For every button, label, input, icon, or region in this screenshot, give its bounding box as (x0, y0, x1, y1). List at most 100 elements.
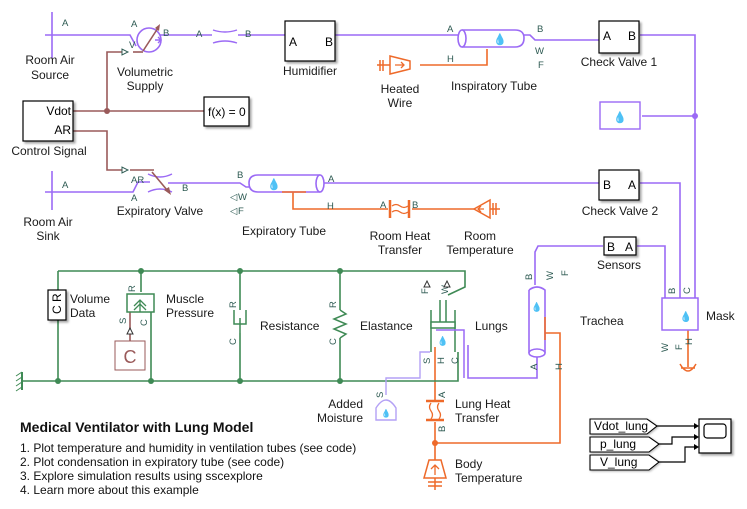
room-heat-transfer-block[interactable]: A B Room Heat Transfer (370, 200, 431, 257)
room-air-sink-label: Room Air (23, 215, 72, 229)
droplets-icon: 💧 (531, 301, 542, 312)
resistance-label: Resistance (260, 319, 320, 333)
muscle-pressure-label: Muscle (166, 292, 204, 306)
room-temperature-label: Room (464, 229, 496, 243)
added-moisture-block[interactable]: 💧 S Added Moisture (317, 392, 397, 425)
svg-text:Transfer: Transfer (455, 411, 499, 425)
svg-text:S: S (118, 318, 129, 324)
heated-wire-block[interactable]: Heated Wire (377, 55, 419, 110)
fx-constraint-block[interactable]: f(x) = 0 (203, 96, 250, 127)
volumetric-supply-block[interactable]: A B V Volumetric Supply (117, 19, 173, 93)
variable-arrow-icon (155, 24, 160, 31)
svg-text:Vdot_lung: Vdot_lung (594, 419, 648, 433)
svg-text:A: A (625, 240, 633, 254)
check-valve-1-block[interactable]: A B Check Valve 1 (581, 20, 658, 69)
junction-dot (692, 113, 698, 119)
from-tag-v-lung[interactable]: V_lung (589, 454, 660, 471)
lungs-label: Lungs (475, 319, 508, 333)
note-link-plot-condensation[interactable]: 2. Plot condensation in expiratory tube … (20, 455, 284, 469)
inspiratory-tube-block[interactable]: 💧 A B H W F Inspiratory Tube (447, 24, 544, 93)
svg-text:C: C (228, 338, 239, 345)
w-port-label: ◁ (230, 192, 238, 203)
room-air-source-block[interactable]: A Room Air Source (25, 12, 75, 82)
svg-text:F: F (238, 206, 244, 217)
spring-icon (332, 309, 348, 339)
lung-heat-transfer-label: Lung Heat (455, 397, 511, 411)
check-valve-2-block[interactable]: B A Check Valve 2 (582, 169, 659, 218)
muscle-pressure-block[interactable]: R C S Muscle Pressure (118, 285, 214, 335)
svg-text:B: B (628, 29, 636, 43)
svg-text:B: B (537, 24, 543, 35)
scope-block[interactable] (698, 418, 732, 454)
svg-text:C: C (450, 357, 461, 364)
mask-label: Mask (706, 309, 736, 323)
elastance-label: Elastance (360, 319, 413, 333)
svg-text:C: C (682, 287, 693, 294)
svg-text:W: W (238, 192, 247, 203)
svg-text:W: W (535, 46, 544, 57)
trachea-label: Trachea (580, 314, 624, 328)
elastance-block[interactable]: R C Elastance (328, 301, 413, 345)
svg-text:R: R (50, 293, 64, 302)
svg-text:B: B (603, 178, 611, 192)
svg-text:S: S (375, 392, 386, 398)
humidifier-block[interactable]: A B Humidifier (283, 20, 337, 78)
volume-data-block[interactable]: C R Volume Data (47, 289, 110, 321)
svg-text:Transfer: Transfer (378, 243, 422, 257)
svg-text:Moisture: Moisture (317, 411, 363, 425)
svg-text:R: R (328, 301, 339, 308)
resistance-block[interactable]: R C Resistance (228, 301, 320, 345)
expiratory-valve-block[interactable]: AR A B Expiratory Valve (117, 166, 204, 218)
svg-text:Temperature: Temperature (455, 471, 523, 485)
lung-heat-transfer-block[interactable]: A B Lung Heat Transfer (426, 391, 511, 432)
room-heat-transfer-label: Room Heat (370, 229, 431, 243)
svg-text:A: A (529, 363, 540, 370)
room-air-source-label: Room Air (25, 53, 74, 67)
volume-data-label: Volume (70, 292, 110, 306)
svg-text:R: R (228, 301, 239, 308)
mask-block[interactable]: 💧 B C W F H Mask (660, 287, 736, 372)
note-link-sscexplore[interactable]: 3. Explore simulation results using ssce… (20, 469, 263, 483)
sensors-label: Sensors (597, 258, 641, 272)
moisture-properties-block[interactable]: 💧 (599, 101, 641, 130)
body-temperature-block[interactable]: Body Temperature (423, 457, 523, 490)
pipe-restriction-block[interactable]: A B (196, 29, 251, 44)
note-link-learn-more[interactable]: 4. Learn more about this example (20, 483, 199, 497)
note-link-plot-temperature[interactable]: 1. Plot temperature and humidity in vent… (20, 441, 356, 455)
droplets-icon: 💧 (493, 33, 507, 46)
svg-text:p_lung: p_lung (600, 437, 636, 451)
svg-text:V: V (129, 40, 136, 51)
droplets-icon: 💧 (267, 178, 281, 191)
control-signal-block[interactable]: Vdot AR Control Signal (11, 100, 87, 158)
expiratory-gas-lines (45, 181, 681, 379)
humidifier-label: Humidifier (283, 64, 337, 78)
trachea-block[interactable]: 💧 B W F A H Trachea (524, 270, 624, 370)
expiratory-tube-block[interactable]: 💧 B A H ◁ W ◁ F Expiratory Tube (230, 170, 335, 238)
input-port-icon (126, 326, 134, 335)
svg-text:B: B (667, 288, 678, 294)
scope-group: Vdot_lung p_lung V_lung (589, 418, 732, 471)
svg-text:Temperature: Temperature (446, 243, 514, 257)
svg-text:H: H (684, 338, 695, 345)
constant-c-block[interactable]: C (114, 340, 146, 371)
svg-text:R: R (127, 285, 138, 292)
svg-text:B: B (412, 200, 418, 211)
from-tag-vdot-lung[interactable]: Vdot_lung (589, 418, 658, 435)
lungs-block[interactable]: 💧 F W S H C Lungs (420, 279, 508, 378)
mechanical-junctions (55, 268, 343, 384)
mechanical-ground-icon (15, 371, 23, 392)
droplets-icon: 💧 (381, 408, 391, 418)
svg-text:AR: AR (131, 175, 144, 186)
from-tag-p-lung[interactable]: p_lung (589, 436, 660, 453)
sensors-block[interactable]: B A Sensors (597, 236, 641, 272)
room-air-sink-block[interactable]: A Room Air Sink (23, 171, 73, 243)
junction-dot (432, 440, 438, 446)
svg-text:C: C (50, 305, 64, 314)
pressure-arrow-icon (133, 299, 147, 312)
svg-text:Wire: Wire (388, 96, 413, 110)
svg-text:H: H (436, 357, 447, 364)
room-temperature-block[interactable]: Room Temperature (446, 198, 514, 257)
signal-lines (73, 51, 205, 171)
check-valve-1-label: Check Valve 1 (581, 55, 658, 69)
